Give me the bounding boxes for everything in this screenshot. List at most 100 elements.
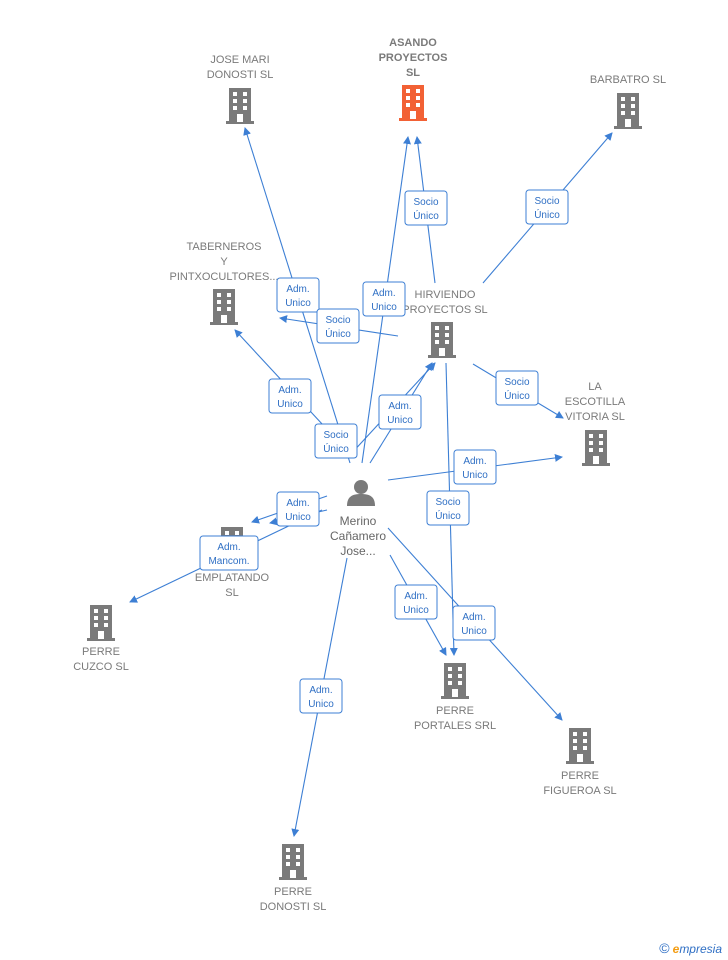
relation-badge-r1[interactable]: Adm. Unico [276,277,320,313]
relation-box [299,678,343,714]
company-node-barbatro[interactable]: BARBATRO SL [590,74,666,129]
relation-label: Unico [308,699,334,710]
company-label-line: VITORIA SL [565,411,625,423]
relation-label: Socio [534,196,559,207]
relation-box [199,535,259,571]
company-label-line: FIGUEROA SL [543,785,616,797]
building-icon [582,430,610,466]
building-icon [226,88,254,124]
relation-badge-r15[interactable]: Adm.Unico [452,605,496,641]
relation-label: Unico [387,415,413,426]
company-node-figueroa[interactable]: PERRE FIGUEROA SL [543,728,617,797]
company-node-hirviendo[interactable]: HIRVIENDO PROYECTOS SL [402,289,488,358]
building-icon [614,93,642,129]
copyright-icon: © [659,940,670,956]
relation-badge-r3[interactable]: Adm. Unico [362,281,406,317]
relation-label: Adm. [388,401,411,412]
company-node-emplatando[interactable]: EMPLATANDO SL [195,527,270,599]
company-label-line: LA [588,381,602,393]
company-label-line: HIRVIENDO [415,289,476,301]
relation-box [362,281,406,317]
relation-box [268,378,312,414]
company-label-line: DONOSTI SL [260,901,327,913]
company-node-donosti[interactable]: PERRE DONOSTI SL [260,844,327,913]
company-label-line: BARBATRO SL [590,74,666,86]
relation-label: Unico [371,302,397,313]
person-node-center[interactable]: MerinoCañameroJose... [330,480,386,558]
relation-label: Adm. [462,612,485,623]
building-icon [566,728,594,764]
relation-label: Socio [325,315,350,326]
person-label-line: Cañamero [330,529,386,543]
relation-label: Unico [277,399,303,410]
company-label-line: EMPLATANDO [195,572,270,584]
relation-label: Único [534,208,560,221]
relation-label: Unico [462,470,488,481]
person-label-line: Merino [340,514,377,528]
relation-label: Unico [285,512,311,523]
company-label-line: Y [220,256,228,268]
company-label-line: PERRE [274,886,312,898]
relation-label: Único [413,209,439,222]
building-icon [87,605,115,641]
relation-label: Único [323,442,349,455]
relations-layer: Adm.UnicoSocioÚnicoAdm.UnicoSocioÚnicoSo… [199,189,569,714]
company-node-josemari[interactable]: JOSE MARI DONOSTI SL [207,54,274,124]
company-label-line: PROYECTOS SL [402,304,487,316]
company-label-line: DONOSTI SL [207,69,274,81]
company-label-line: PERRE [436,705,474,717]
building-icon [428,322,456,358]
relation-box [453,449,497,485]
relation-badge-r7[interactable]: Adm. Unico [378,394,422,430]
relation-label: Adm. [286,284,309,295]
person-icon [347,480,375,506]
relation-label: Unico [285,298,311,309]
relation-box [316,308,360,344]
person-label-line: Jose... [340,544,375,558]
relation-label: Mancom. [208,556,249,567]
relation-badge-r6[interactable]: Adm. Unico [268,378,312,414]
building-icon [279,844,307,880]
relation-label: Adm. [309,685,332,696]
relation-badge-r14[interactable]: Adm.Unico [394,584,438,620]
relation-label: Adm. [286,498,309,509]
relation-label: Socio [504,377,529,388]
building-icon [399,85,427,121]
company-label-line: SL [225,587,238,599]
company-node-taberneros[interactable]: TABERNEROS Y PINTXOCULTORES... [169,241,279,325]
relation-label: Adm. [463,456,486,467]
brand-logo[interactable]: ©empresia [659,940,722,956]
relation-label: Socio [435,497,460,508]
relation-label: Adm. [372,288,395,299]
relation-box [426,490,470,526]
company-label-line: ASANDO [389,37,437,49]
relation-label: Socio [413,197,438,208]
relation-label: Socio [323,430,348,441]
company-label-line: PERRE [561,770,599,782]
relation-badge-r13[interactable]: Adm.Mancom. [199,535,259,571]
company-label-line: JOSE MARI [210,54,269,66]
relation-box [404,190,448,226]
company-label-line: PINTXOCULTORES... [169,271,278,283]
relation-badge-r10[interactable]: Adm. Unico [453,449,497,485]
company-label-line: TABERNEROS [187,241,262,253]
relation-box [452,605,496,641]
relation-badge-r16[interactable]: Adm. Unico [299,678,343,714]
relation-badge-r11[interactable]: Adm. Unico [276,491,320,527]
relation-label: Único [504,389,530,402]
relation-label: Adm. [278,385,301,396]
relation-label: Único [435,509,461,522]
relation-box [314,423,358,459]
edges-layer [129,127,613,837]
